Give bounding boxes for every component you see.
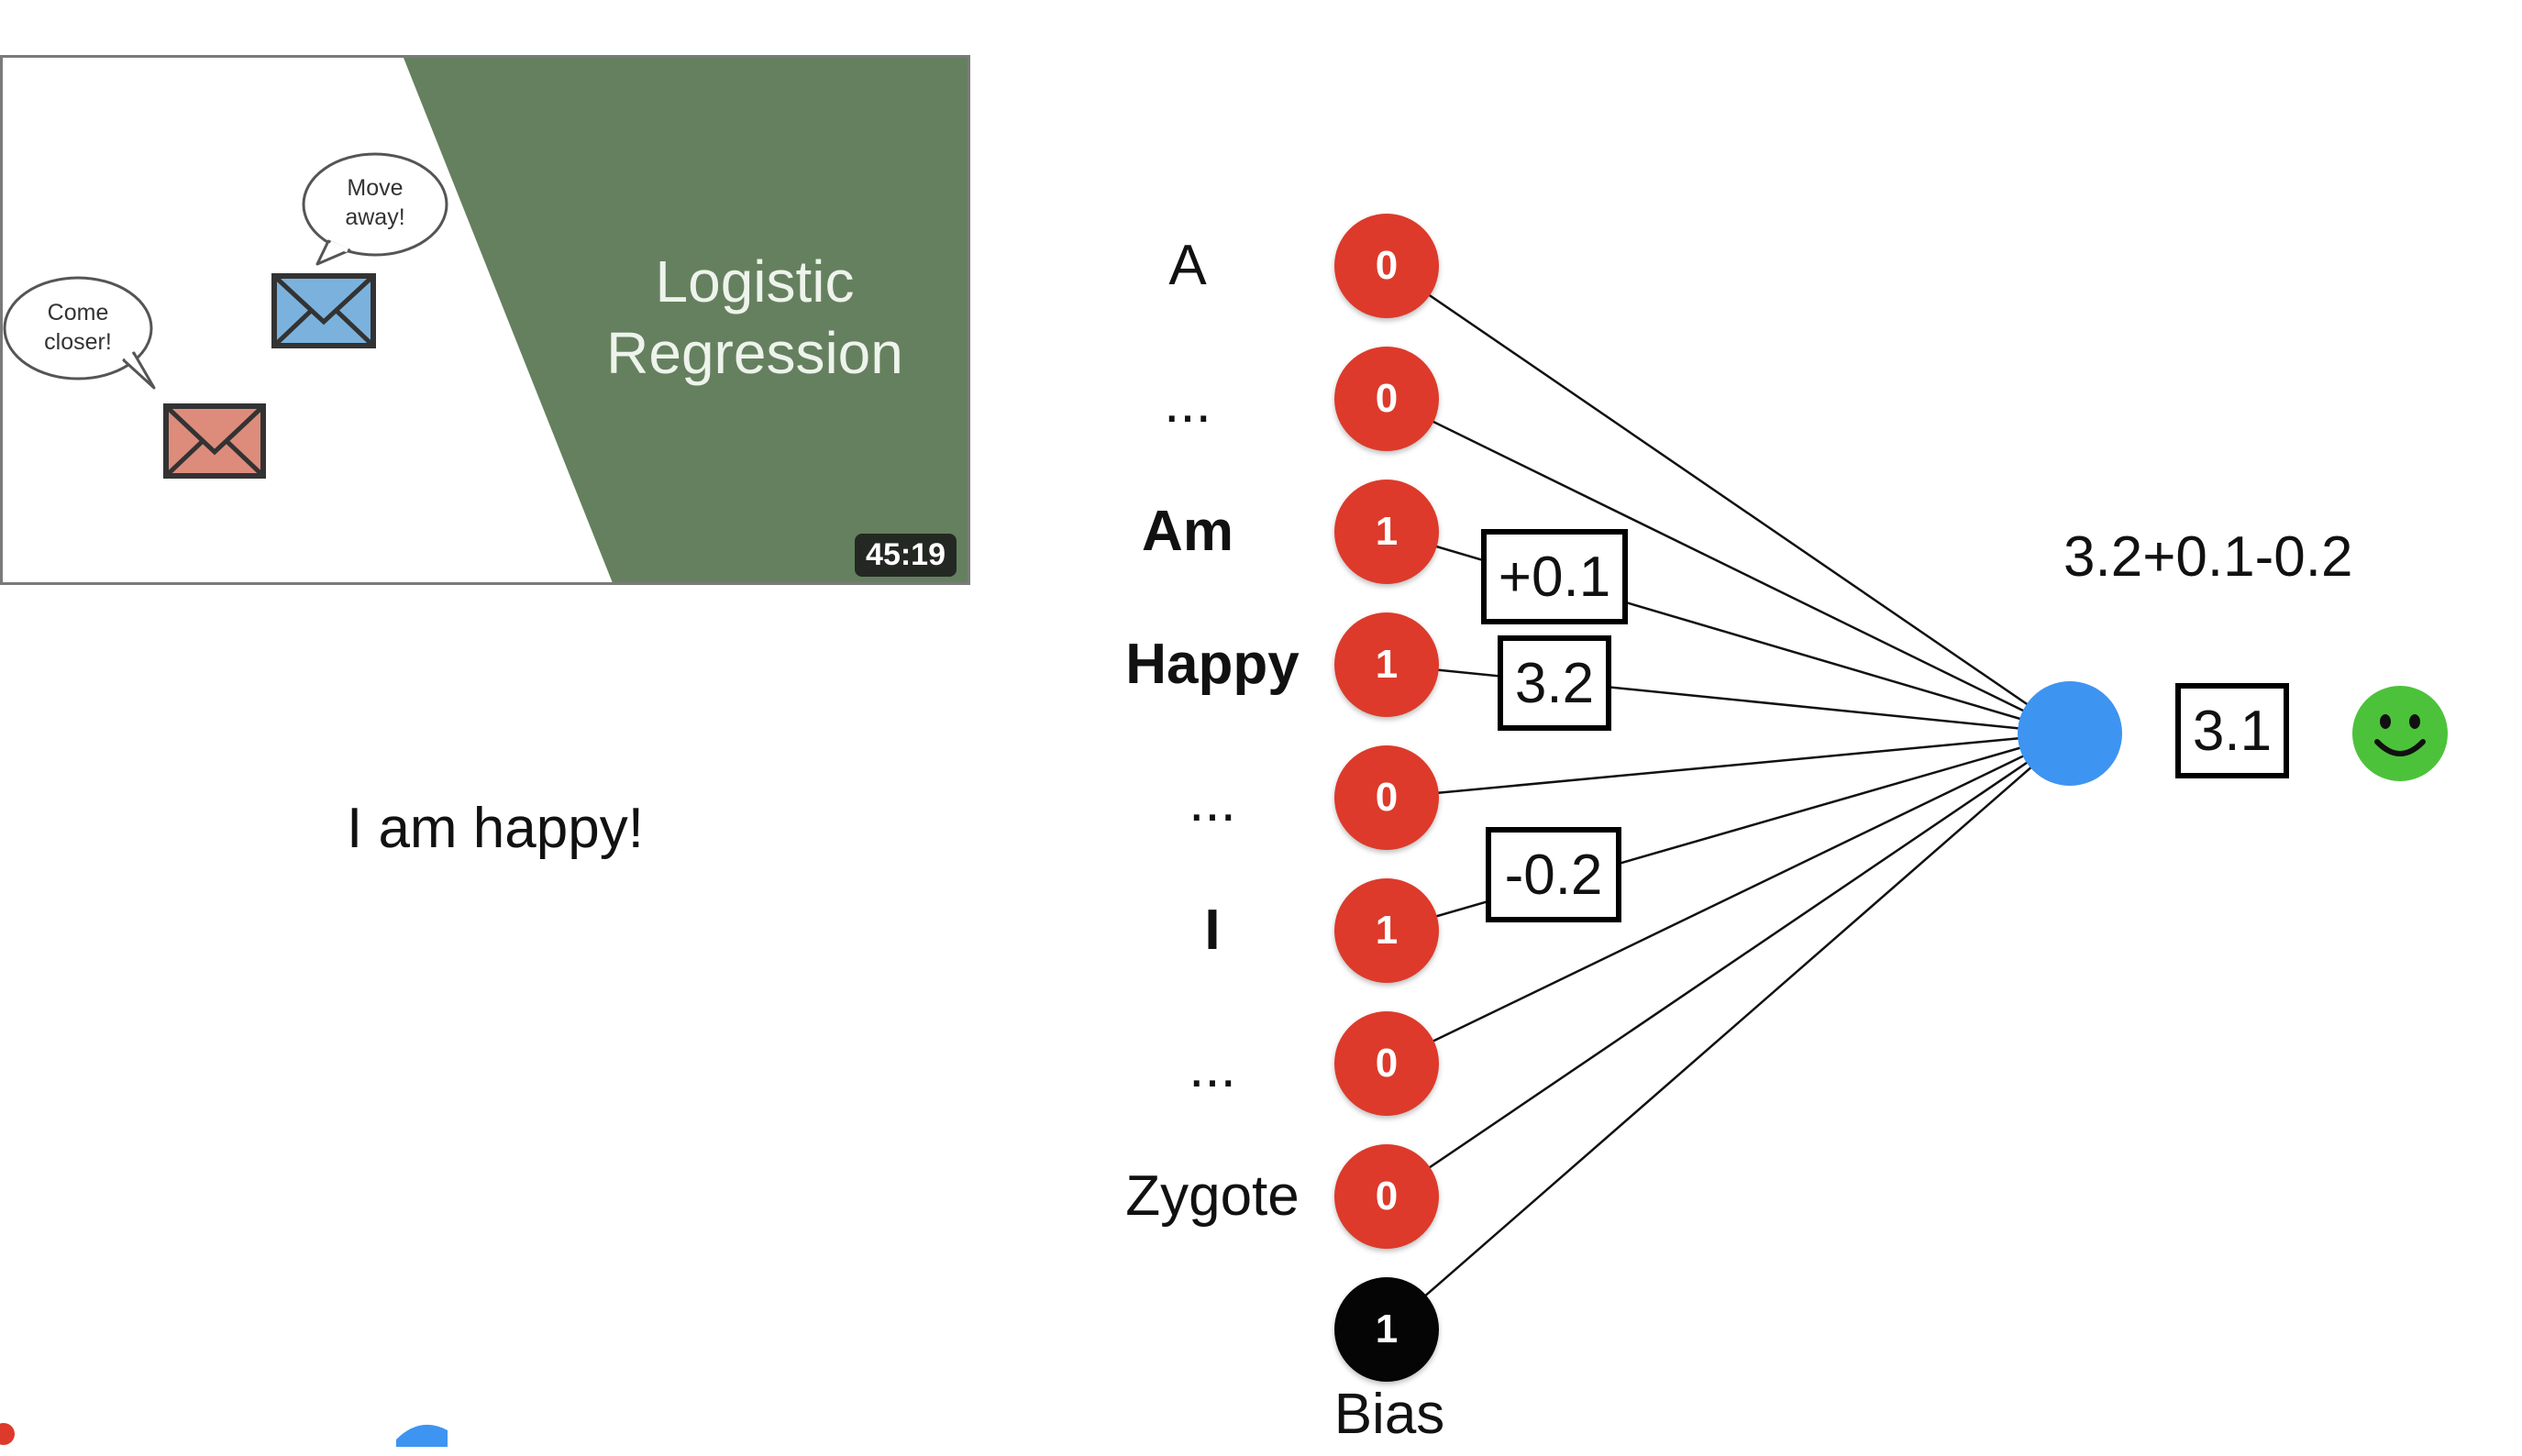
input-word-ellipsis-3: ... xyxy=(1189,1036,1236,1099)
edge-zygote xyxy=(1386,732,2071,1198)
twitter-icon xyxy=(396,1424,448,1447)
input-node-a: 0 xyxy=(1334,214,1439,318)
bubble-left-text: Come closer! xyxy=(30,298,126,357)
bubble-right-text: Move away! xyxy=(329,173,421,232)
edge-dots-1 xyxy=(1386,397,2071,735)
speech-bubble-right xyxy=(302,152,448,266)
thumbnail-title-line2: Regression xyxy=(606,320,903,386)
input-word-happy: Happy xyxy=(1125,633,1300,696)
footer-twitter-fragment xyxy=(393,1415,451,1456)
blue-envelope-icon xyxy=(271,273,376,348)
output-result-box: 3.1 xyxy=(2175,683,2289,778)
footer-youtube-fragment xyxy=(0,1415,26,1456)
bubble-left-line2: closer! xyxy=(44,329,112,355)
thumbnail-graphic xyxy=(3,58,968,582)
input-word-ellipsis-2: ... xyxy=(1189,770,1236,833)
input-node-happy: 1 xyxy=(1334,612,1439,717)
video-duration-badge: 45:19 xyxy=(855,534,957,577)
red-envelope-icon xyxy=(163,403,266,479)
weight-box-am: +0.1 xyxy=(1481,529,1628,624)
sum-expression: 3.2+0.1-0.2 xyxy=(2063,525,2353,589)
edge-dots-3 xyxy=(1386,732,2071,1065)
input-node-ellipsis-3: 0 xyxy=(1334,1011,1439,1116)
bias-node: 1 xyxy=(1334,1277,1439,1382)
youtube-icon xyxy=(0,1423,15,1445)
edge-dots-2 xyxy=(1386,732,2071,800)
input-word-am: Am xyxy=(1142,500,1233,563)
input-word-ellipsis-1: ... xyxy=(1164,371,1211,435)
bias-label: Bias xyxy=(1333,1383,1445,1446)
edge-a xyxy=(1386,264,2071,735)
bubble-left-line1: Come xyxy=(47,300,109,325)
thumbnail-title: Logistic Regression xyxy=(553,246,957,389)
speech-bubble-left xyxy=(3,276,156,390)
edge-bias xyxy=(1386,733,2071,1330)
edge-happy xyxy=(1386,663,2071,735)
input-word-a: A xyxy=(1168,234,1207,297)
weight-box-i: -0.2 xyxy=(1486,827,1621,922)
weight-box-happy: 3.2 xyxy=(1498,635,1611,731)
thumbnail-green-panel xyxy=(404,58,968,582)
thumbnail-title-line1: Logistic xyxy=(655,248,855,314)
bubble-right-line1: Move xyxy=(347,175,404,201)
input-node-zygote: 0 xyxy=(1334,1144,1439,1249)
input-node-ellipsis-2: 0 xyxy=(1334,745,1439,850)
input-node-am: 1 xyxy=(1334,480,1439,584)
input-node-i: 1 xyxy=(1334,878,1439,983)
smiley-face-icon xyxy=(2352,686,2448,781)
video-thumbnail[interactable]: Move away! Come closer! Logistic Regress… xyxy=(0,55,970,585)
input-word-i: I xyxy=(1204,899,1221,962)
input-node-ellipsis-1: 0 xyxy=(1334,347,1439,451)
output-node xyxy=(2018,681,2122,786)
input-word-zygote: Zygote xyxy=(1125,1164,1300,1228)
bubble-right-line2: away! xyxy=(345,204,405,230)
example-sentence: I am happy! xyxy=(347,797,644,860)
